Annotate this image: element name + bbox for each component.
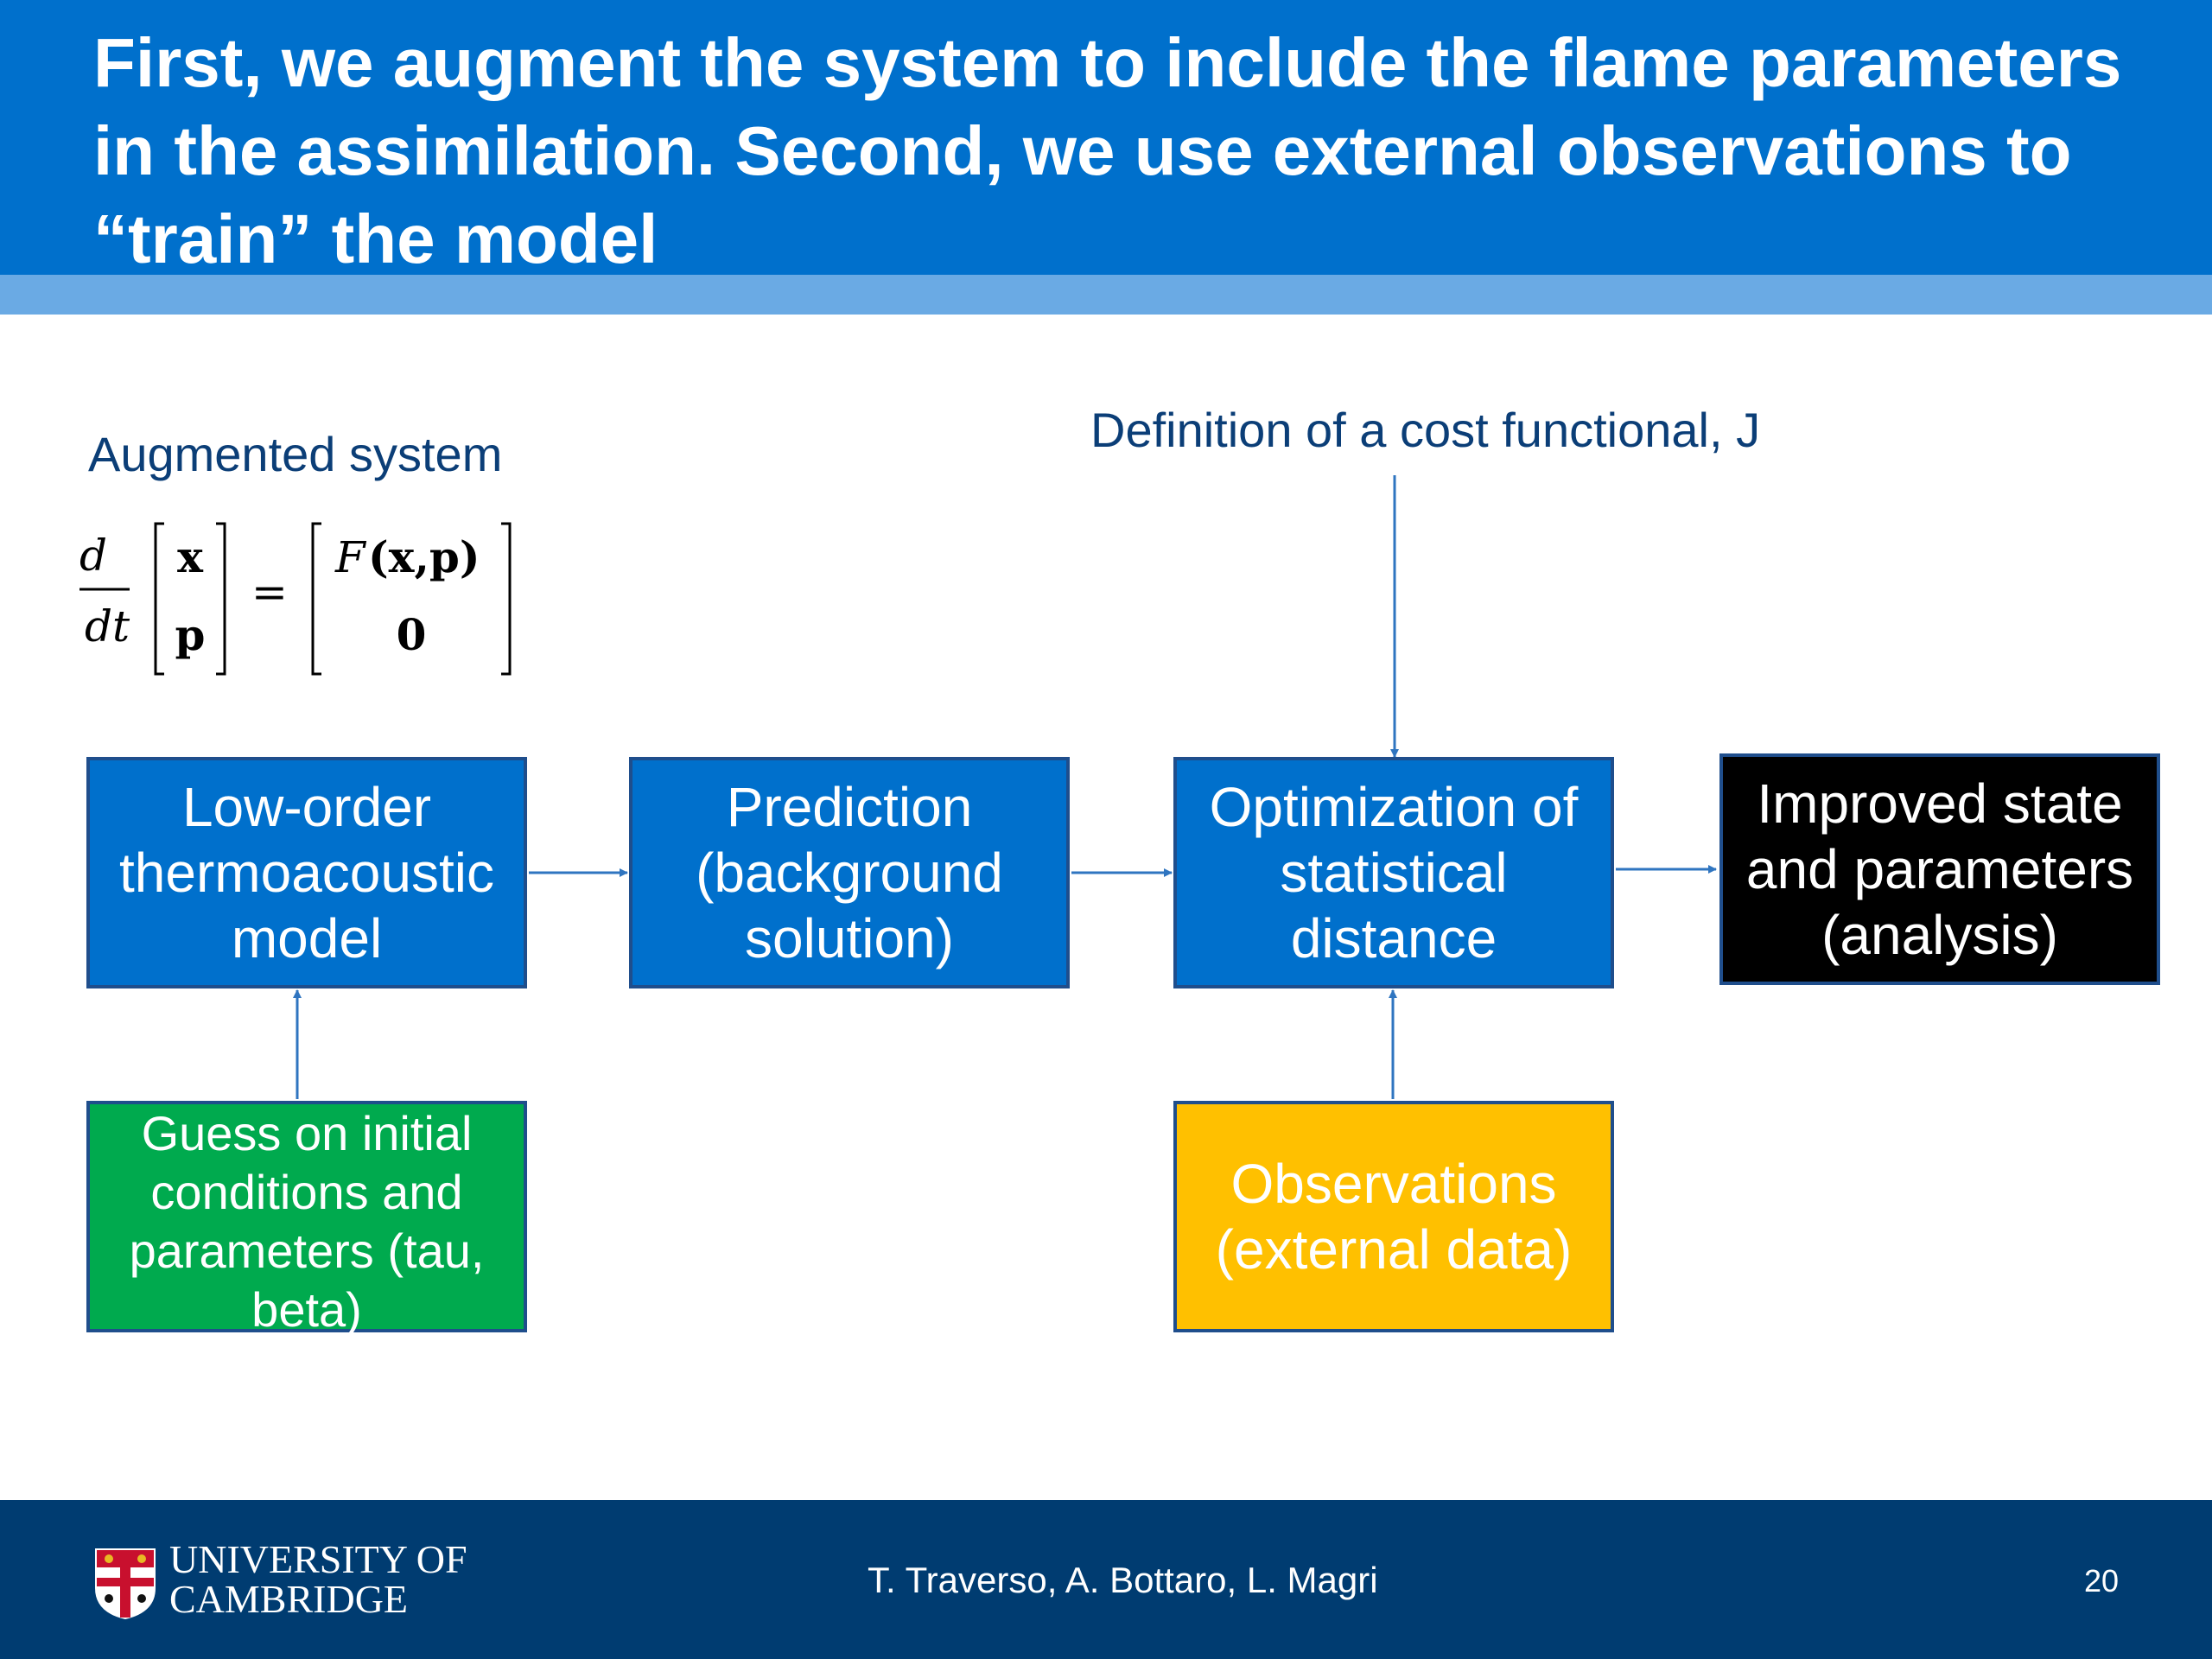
eq-args: (x,p)	[368, 531, 480, 582]
augmented-system-equation: d dt x p = F (x,p) 0	[79, 522, 512, 676]
title-accent-stripe	[0, 275, 2212, 315]
box-improved-state: Improved state and parameters (analysis)	[1719, 753, 2160, 985]
eq-dt: dt	[85, 601, 130, 652]
box-low-order-model: Low-order thermoacoustic model	[86, 757, 527, 988]
eq-zero: 0	[397, 609, 427, 660]
box-line: conditions and	[150, 1165, 463, 1219]
box-line: Observations	[1230, 1153, 1557, 1215]
box-line: beta)	[251, 1282, 362, 1337]
university-line-2: CAMBRIDGE	[169, 1577, 409, 1621]
box-optimization: Optimization of statistical distance	[1173, 757, 1614, 988]
eq-d: d	[79, 531, 107, 581]
box-line: Prediction	[726, 776, 973, 838]
box-line: Low-order	[181, 776, 432, 838]
box-line: solution)	[745, 907, 954, 969]
eq-left-bracket-open	[154, 522, 164, 676]
eq-F: F	[334, 532, 367, 582]
footer-authors: T. Traverso, A. Bottaro, L. Magri	[868, 1560, 1378, 1600]
box-line: model	[231, 907, 383, 969]
eq-left-bracket-close	[216, 522, 226, 676]
title-bar: First, we augment the system to include …	[0, 0, 2212, 277]
box-line: (analysis)	[1821, 904, 2058, 966]
box-line: statistical	[1280, 842, 1508, 904]
eq-vector-x: x	[177, 531, 204, 582]
university-wordmark: UNIVERSITY OF CAMBRIDGE	[169, 1540, 467, 1619]
university-line-1: UNIVERSITY OF	[169, 1537, 467, 1581]
box-prediction: Prediction (background solution)	[629, 757, 1070, 988]
box-observations: Observations (external data)	[1173, 1101, 1614, 1332]
box-line: (background	[696, 842, 1003, 904]
box-line: Guess on initial	[141, 1106, 473, 1160]
page-number: 20	[2084, 1563, 2120, 1599]
box-line: Improved state	[1757, 772, 2123, 835]
box-line: distance	[1290, 907, 1497, 969]
eq-equals: =	[251, 567, 288, 617]
box-line: Optimization of	[1209, 776, 1579, 838]
box-line: (external data)	[1215, 1218, 1573, 1281]
box-line: thermoacoustic	[119, 842, 494, 904]
cost-functional-label: Definition of a cost functional, J	[1090, 403, 1761, 457]
slide-title: First, we augment the system to include …	[93, 24, 2122, 277]
flow-arrows	[293, 475, 1717, 1099]
box-initial-guess: Guess on initial conditions and paramete…	[86, 1101, 527, 1337]
eq-right-bracket-open	[311, 522, 321, 676]
university-crest-icon	[95, 1548, 156, 1619]
box-line: parameters (tau,	[129, 1224, 485, 1278]
augmented-system-label: Augmented system	[88, 427, 503, 481]
box-line: and parameters	[1745, 838, 2134, 900]
footer-bar	[0, 1500, 2212, 1659]
eq-right-bracket-close	[501, 522, 512, 676]
eq-vector-p: p	[175, 609, 206, 660]
